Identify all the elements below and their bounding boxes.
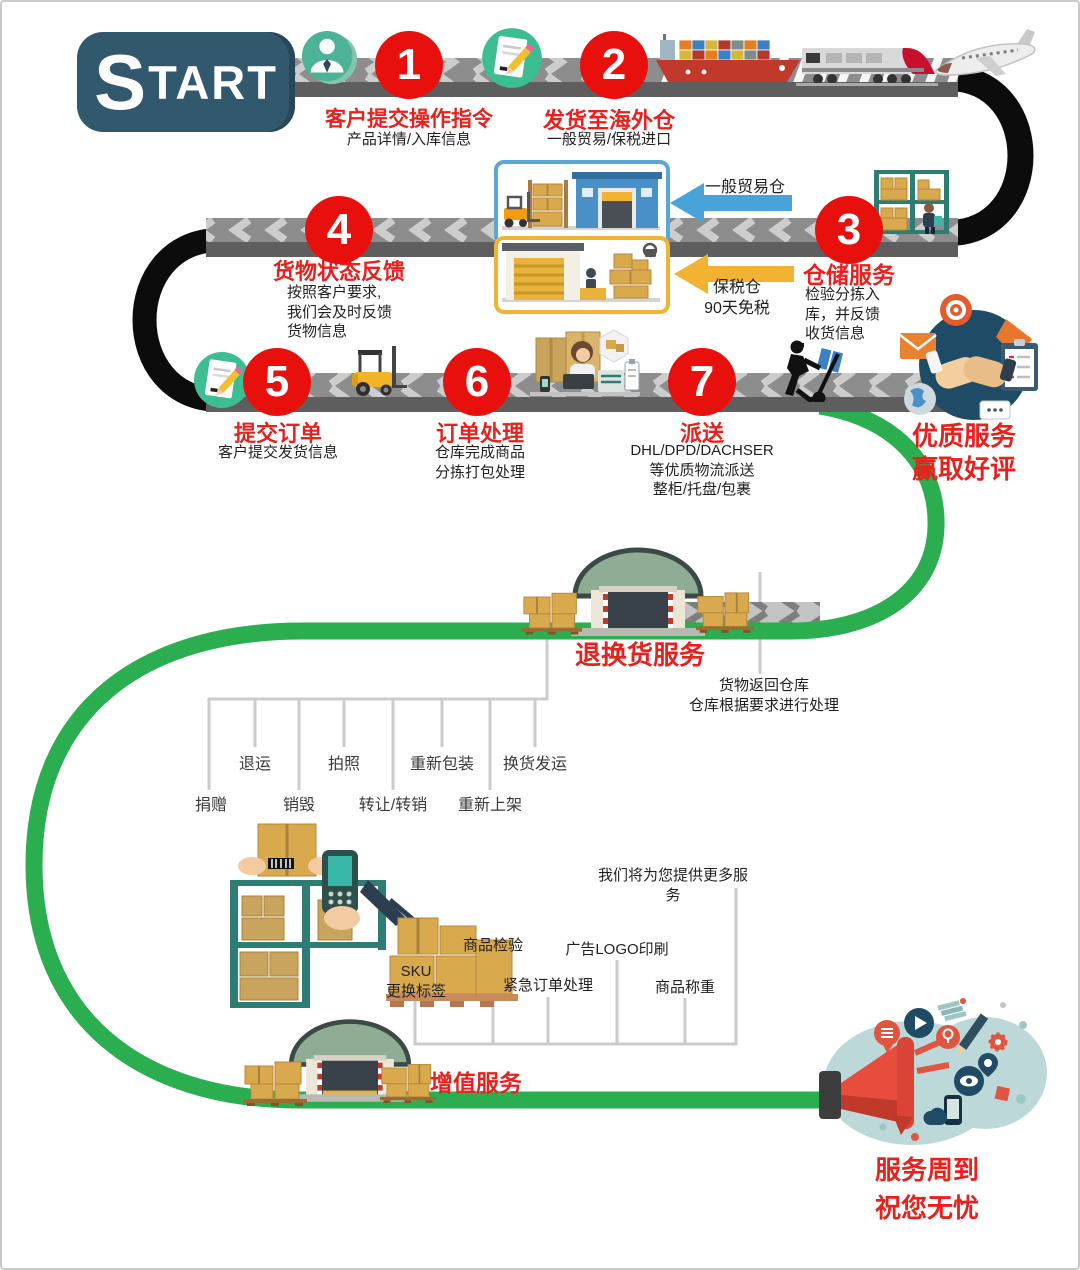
step-7-sub-line-2: 等优质物流派送 [649,461,755,479]
bonded-warehouse-label: 保税仓 90天免税 [647,278,827,320]
returns-pallet-right [696,586,754,636]
value-added-warehouse-illustration [280,1006,420,1108]
general-trade-warehouse-label: 一般贸易仓 [704,179,785,196]
step-3-sub-line-3: 收货信息 [805,325,866,342]
step-6-sub-line-2: 分拣打包处理 [434,463,525,481]
sku-line-2: 更换标签 [385,982,446,1000]
closing-note: 服务周到 祝您无忧 [847,1152,1007,1227]
returns-option-restock: 重新上架 [457,797,522,814]
step-7-sub-line-1: DHL/DPD/DACHSER [630,442,774,459]
step-circle-7: 7 [668,348,736,416]
returns-desc-line-1: 货物返回仓库 [718,677,809,694]
forklift-icon [348,340,408,398]
step-3-title: 仓储服务 [803,262,895,288]
value-option-logo-print: 广告LOGO印刷 [565,941,669,958]
step-3-sub-line-2: 库，并反馈 [805,305,881,323]
warehouse-shelf-worker-icon [872,166,952,238]
order-processing-worker-icon [530,326,640,408]
step-circle-5: 5 [243,348,311,416]
value-option-weighing: 商品称重 [654,979,715,996]
submit-order-document-icon [192,350,252,410]
returns-desc-line-2: 仓库根据要求进行处理 [688,696,839,714]
delivery-trolley-icon [772,338,850,406]
returns-warehouse-illustration [562,538,714,638]
returns-title: 退换货服务 [574,640,705,670]
step-circle-4: 4 [305,196,373,264]
quality-line-2: 赢取好评 [911,453,1016,484]
bonded-sub-line: 90天免税 [704,299,770,317]
step-3-sub-line-1: 检验分拣入 [805,286,881,303]
step-4-sub-line-1: 按照客户要求, [287,284,382,301]
value-added-pallet-left [242,1058,308,1106]
black-curve-right [948,65,1034,246]
returns-option-repack: 重新包装 [409,756,474,773]
step-1-title: 客户提交操作指令 [325,108,493,131]
returns-option-destroy: 销毁 [282,797,315,814]
returns-option-paizhao: 拍照 [327,756,360,773]
bonded-label-line: 保税仓 [712,279,761,296]
step-6-title: 订单处理 [435,421,524,446]
step-4-sub-line-3: 货物信息 [287,323,348,340]
black-curve-left [132,228,219,412]
customer-avatar-icon [300,30,358,88]
step-6-sub: 仓库完成商品 分拣打包处理 [380,443,580,482]
general-trade-warehouse-card [494,160,670,246]
bonded-warehouse-card [494,236,670,314]
returns-pallet-left [522,588,582,636]
green-route-path [25,397,945,1109]
step-5-title: 提交订单 [233,421,322,446]
bonded-arrow [674,254,794,294]
returns-desc: 货物返回仓库 仓库根据要求进行处理 [664,676,864,715]
start-label-initial: S [94,38,149,126]
order-document-icon [480,26,544,90]
closing-line-1: 服务周到 [874,1155,979,1185]
closing-line-2: 祝您无忧 [874,1192,979,1223]
quality-line-1: 优质服务 [911,421,1016,451]
value-option-inspection: 商品检验 [462,937,523,954]
step-2-sub: 一般贸易/保税进口 [546,131,672,148]
step-7-sub-line-3: 整柜/托盘/包裹 [652,481,752,498]
returns-option-donate: 捐赠 [194,797,227,814]
step-circle-1: 1 [375,31,443,99]
step-circle-2: 2 [580,31,648,99]
megaphone-promo-illustration [797,995,1059,1157]
handshake-quality-icon [898,293,1046,427]
sku-line-1: SKU [400,963,432,980]
step-1-sub: 产品详情/入库信息 [346,131,472,148]
value-added-pallet-right [380,1058,436,1106]
sku-relabel-illustration [230,822,522,1010]
train-icon [796,40,938,86]
step-circle-6: 6 [443,348,511,416]
step-5-sub: 客户提交发货信息 [217,444,338,461]
step-circle-3: 3 [815,196,883,264]
step-4-sub-line-2: 我们会及时反馈 [287,303,393,321]
more-services-label: 我们将为您提供更多服务 [597,867,748,904]
step-7-sub: DHL/DPD/DACHSER 等优质物流派送 整柜/托盘/包裹 [602,441,802,500]
step-6-sub-line-1: 仓库完成商品 [434,444,525,461]
cargo-ship-icon [652,28,804,86]
returns-option-transfer: 转让/转销 [358,797,428,814]
airplane-icon [932,24,1044,88]
step-3-sub: 检验分拣入 库，并反馈 收货信息 [805,285,905,344]
returns-option-reship: 换货发运 [502,756,567,773]
value-option-sku: SKU 更换标签 [366,962,466,1001]
quality-service-note: 优质服务 赢取好评 [864,420,1064,485]
value-option-urgent: 紧急订单处理 [502,977,593,994]
returns-option-tuiyun: 退运 [238,756,271,773]
step-7-title: 派送 [679,421,724,446]
step-2-title: 发货至海外仓 [542,108,675,133]
start-label-rest: TART [148,55,278,109]
step-4-sub: 按照客户要求, 我们会及时反馈 货物信息 [287,283,427,342]
value-added-title: 增值服务 [430,1070,522,1096]
general-trade-arrow [670,183,792,223]
